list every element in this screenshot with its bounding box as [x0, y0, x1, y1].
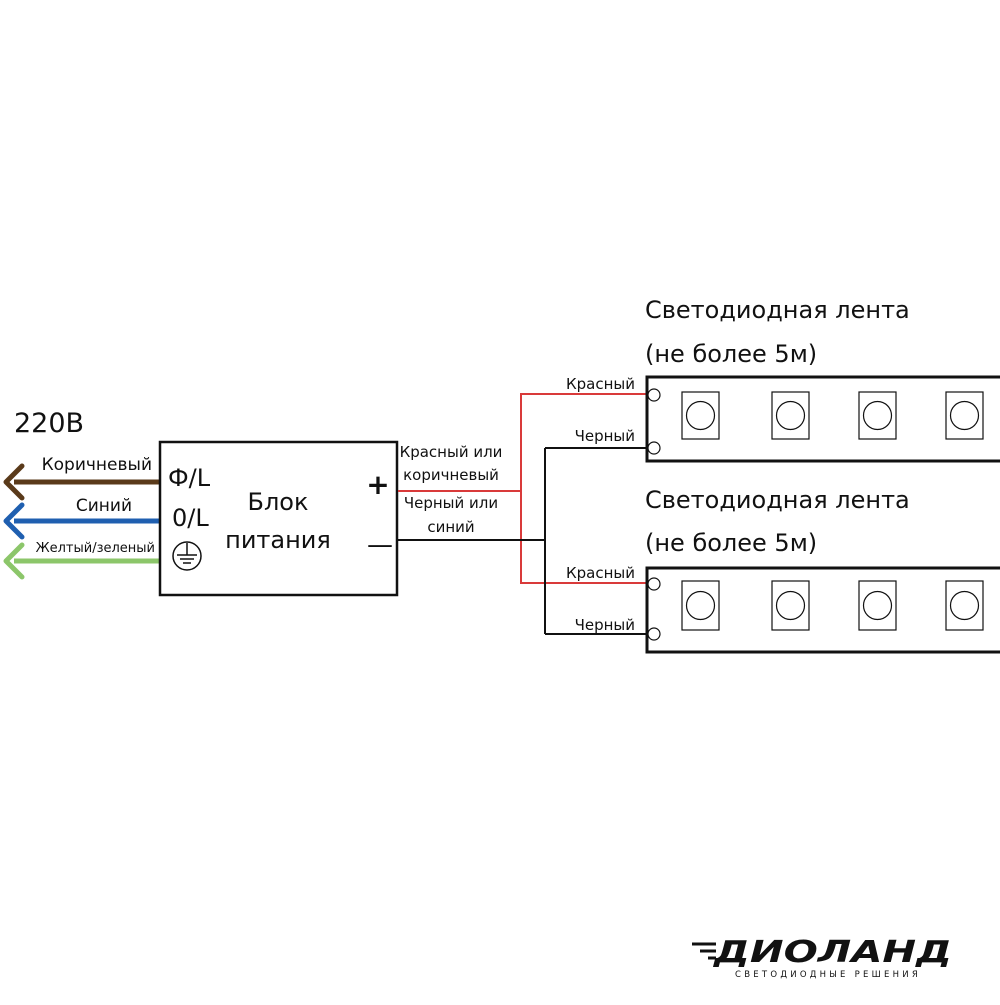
strip-1-led-chip-3 — [858, 391, 897, 440]
strip-1-minus-pad — [647, 441, 661, 455]
strip-1-title-line2: (не более 5м) — [645, 340, 817, 368]
strip-1-led-chip-1 — [681, 391, 720, 440]
mains-wire-ground: Желтый/зеленый — [3, 541, 160, 580]
blue-wire-arrow — [3, 502, 25, 540]
brand-logo: ДИОЛАНД СВЕТОДИОДНЫЕ РЕШЕНИЯ — [692, 935, 952, 980]
strip-2-red-wire-label: Красный — [566, 564, 635, 582]
negative-wire-label-line1: Черный или — [404, 494, 498, 512]
strip-1-led-chip-4 — [945, 391, 984, 440]
positive-wire-to-strip-2 — [520, 491, 647, 584]
brown-wire-arrow — [3, 463, 25, 501]
mains-wire-blue: Синий — [3, 496, 160, 540]
strip-2-title-line1: Светодиодная лента — [645, 486, 910, 514]
mains-wire-brown: Коричневый — [3, 455, 160, 501]
strip-2-black-wire-label: Черный — [575, 616, 635, 634]
strip-2-title-line2: (не более 5м) — [645, 529, 817, 557]
led-strip-1: Светодиодная лента (не более 5м) Красный… — [566, 296, 1000, 463]
ground-wire-label: Желтый/зеленый — [36, 541, 155, 556]
phase-terminal-label: Ф/L — [168, 464, 211, 492]
power-supply-box — [158, 440, 399, 597]
strip-2-led-chip-2 — [771, 580, 810, 631]
strip-1-black-wire-label: Черный — [575, 427, 635, 445]
strip-2-plus-pad — [647, 577, 661, 591]
ground-wire-arrow — [3, 542, 25, 580]
logo-brand-name: ДИОЛАНД — [713, 935, 952, 970]
strip-2-body — [645, 566, 1000, 654]
strip-1-red-wire-label: Красный — [566, 375, 635, 393]
strip-1-plus-pad — [647, 388, 661, 402]
strip-2-led-chip-4 — [945, 580, 984, 631]
led-strip-2: Светодиодная лента (не более 5м) Красный… — [566, 486, 1000, 654]
positive-wire-to-strip-1 — [398, 393, 647, 492]
power-supply-title-line2: питания — [225, 526, 331, 554]
strip-1-led-chip-2 — [771, 391, 810, 440]
strip-2-minus-pad — [647, 627, 661, 641]
power-supply-unit: Ф/L 0/L Блок питания + — — [158, 440, 399, 597]
strip-2-led-chip-1 — [681, 580, 720, 631]
logo-speed-lines-icon — [692, 942, 716, 960]
logo-tagline: СВЕТОДИОДНЫЕ РЕШЕНИЯ — [735, 970, 920, 980]
positive-wire-label-line2: коричневый — [403, 466, 499, 484]
brown-wire-label: Коричневый — [42, 455, 152, 475]
mains-voltage-label: 220В — [14, 408, 84, 439]
positive-wire-label-line1: Красный или — [400, 443, 503, 461]
neutral-terminal-label: 0/L — [172, 504, 209, 532]
ground-symbol-icon — [172, 541, 202, 571]
plus-terminal-sign: + — [366, 468, 389, 501]
negative-wire-label-line2: синий — [427, 518, 474, 536]
strip-1-title-line1: Светодиодная лента — [645, 296, 910, 324]
minus-terminal-sign: — — [367, 530, 393, 560]
blue-wire-label: Синий — [76, 496, 132, 516]
strip-2-led-chip-3 — [858, 580, 897, 631]
power-supply-title-line1: Блок — [248, 488, 309, 516]
strip-1-body — [645, 375, 1000, 463]
